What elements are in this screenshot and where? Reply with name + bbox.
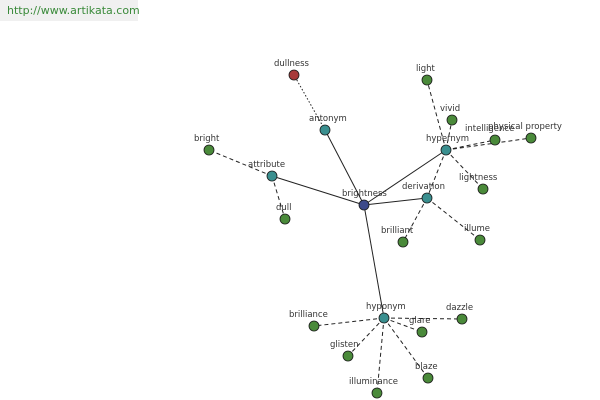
node-dot[interactable] (371, 387, 383, 399)
node-dullness[interactable]: dullness (274, 59, 310, 81)
node-intelligence[interactable]: intelligence (465, 124, 514, 146)
node-label: light (416, 64, 436, 74)
node-brilliance[interactable]: brilliance (289, 310, 328, 332)
node-brilliant[interactable]: brilliant (381, 226, 414, 248)
node-label: attribute (248, 160, 285, 170)
node-dot[interactable] (319, 124, 331, 136)
node-glisten[interactable]: glisten (330, 340, 359, 362)
node-dot[interactable] (397, 236, 409, 248)
node-dot[interactable] (421, 192, 433, 204)
node-dot[interactable] (525, 132, 537, 144)
node-dot[interactable] (203, 144, 215, 156)
node-dot[interactable] (378, 312, 390, 324)
edge-brightness-antonym (324, 129, 365, 206)
edge-brightness-derivation (363, 197, 428, 206)
node-bright[interactable]: bright (194, 134, 220, 156)
nodes-layer: brightness antonym attribute hypernym deriva… (194, 59, 562, 399)
node-label: illuminance (349, 377, 398, 387)
node-dot[interactable] (477, 183, 489, 195)
node-label: antonym (309, 114, 347, 124)
node-dot[interactable] (416, 326, 428, 338)
edge-hypernym-derivation (426, 149, 447, 199)
edge-brightness-hypernym (363, 149, 447, 206)
node-label: brightness (342, 189, 387, 199)
node-dot[interactable] (266, 170, 278, 182)
node-dot[interactable] (358, 199, 370, 211)
node-dazzle[interactable]: dazzle (446, 303, 473, 325)
edge-hyponym-illuminance (376, 317, 385, 394)
edge-hyponym-brilliance (313, 317, 385, 327)
edge-brightness-attribute (271, 175, 365, 206)
edge-hyponym-blaze (383, 317, 429, 379)
node-label: glisten (330, 340, 359, 350)
node-label: vivid (440, 104, 460, 114)
node-vivid[interactable]: vivid (440, 104, 460, 126)
edge-hyponym-dazzle (383, 317, 463, 320)
node-dot[interactable] (456, 313, 468, 325)
edge-hyponym-glisten (347, 317, 385, 357)
node-lightness[interactable]: lightness (459, 173, 498, 195)
node-antonym[interactable]: antonym (309, 114, 347, 136)
edge-attribute-dull (271, 175, 286, 220)
node-illume[interactable]: illume (464, 224, 490, 246)
node-dull[interactable]: dull (276, 203, 292, 225)
node-dot[interactable] (279, 213, 291, 225)
node-physical-property[interactable]: physical property (488, 122, 562, 144)
node-label: illume (464, 224, 490, 234)
node-label: hyponym (366, 302, 406, 312)
node-label: bright (194, 134, 220, 144)
edge-hypernym-physical_property (445, 137, 532, 151)
node-label: brilliant (381, 226, 414, 236)
node-dot[interactable] (288, 69, 300, 81)
node-label: dullness (274, 59, 310, 69)
node-label: dull (276, 203, 292, 213)
node-glare[interactable]: glare (409, 316, 431, 338)
edge-derivation-brilliant (402, 197, 428, 243)
node-light[interactable]: light (416, 64, 436, 86)
site-url-link[interactable]: http://www.artikata.com (7, 4, 140, 17)
edge-brightness-hyponym (363, 204, 385, 319)
node-derivation[interactable]: derivation (402, 182, 445, 204)
node-label: lightness (459, 173, 498, 183)
node-label: hypernym (426, 134, 469, 144)
node-label: glare (409, 316, 431, 326)
node-label: intelligence (465, 124, 514, 134)
edge-hypernym-vivid (445, 119, 453, 151)
edge-derivation-illume (426, 197, 481, 241)
edge-antonym-dullness (293, 74, 326, 131)
node-hyponym[interactable]: hyponym (366, 302, 406, 324)
node-hypernym[interactable]: hypernym (426, 134, 469, 156)
node-dot[interactable] (446, 114, 458, 126)
node-brightness[interactable]: brightness (342, 189, 387, 211)
edge-hypernym-lightness (445, 149, 484, 190)
node-illuminance[interactable]: illuminance (349, 377, 398, 399)
node-dot[interactable] (421, 74, 433, 86)
node-dot[interactable] (342, 350, 354, 362)
node-dot[interactable] (440, 144, 452, 156)
node-label: derivation (402, 182, 445, 192)
node-dot[interactable] (489, 134, 501, 146)
node-label: brilliance (289, 310, 328, 320)
node-dot[interactable] (422, 372, 434, 384)
url-bar: http://www.artikata.com (0, 0, 140, 21)
node-attribute[interactable]: attribute (248, 160, 285, 182)
node-blaze[interactable]: blaze (415, 362, 438, 384)
edge-attribute-bright (208, 149, 273, 177)
node-label: physical property (488, 122, 562, 132)
edge-hypernym-light (426, 79, 447, 151)
edge-hypernym-intelligence (445, 139, 496, 151)
node-label: blaze (415, 362, 438, 372)
node-dot[interactable] (474, 234, 486, 246)
node-dot[interactable] (308, 320, 320, 332)
edges-layer (208, 74, 532, 394)
node-label: dazzle (446, 303, 473, 313)
